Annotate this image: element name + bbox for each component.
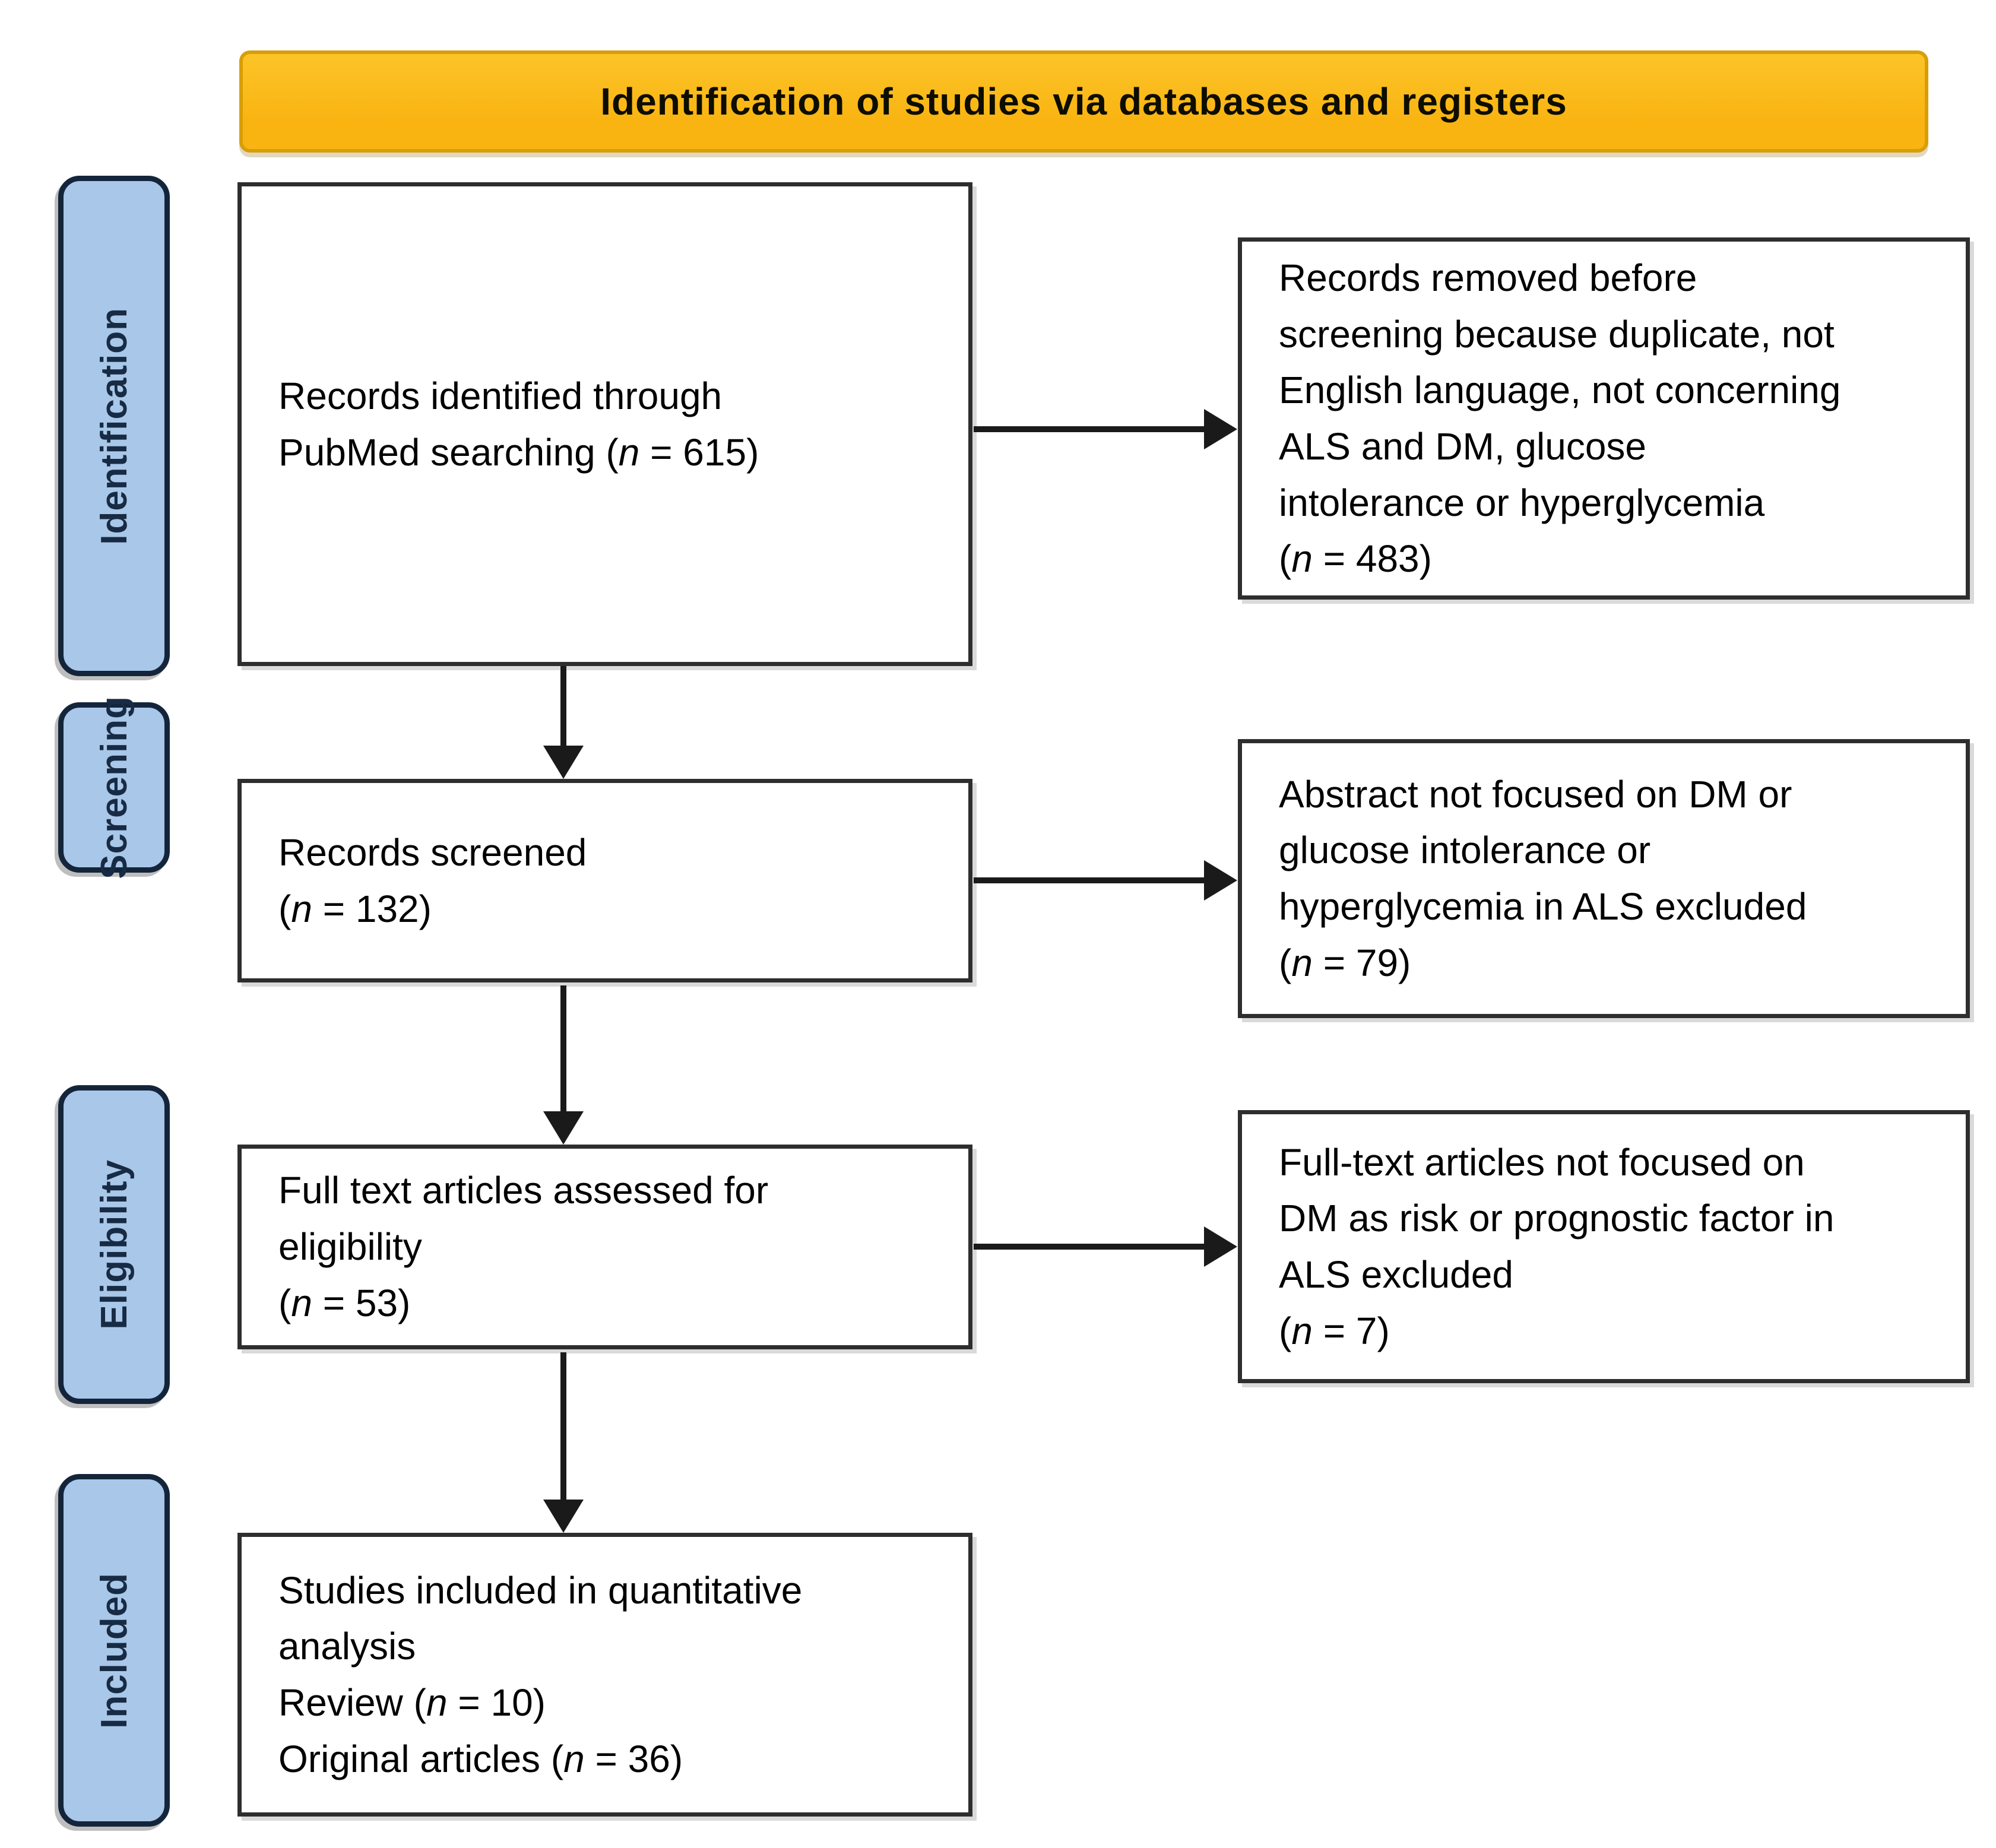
header-banner: Identification of studies via databases … (239, 50, 1928, 153)
stage-label-text: Identification (93, 307, 135, 545)
stage-label-text: Included (93, 1572, 135, 1729)
arrow-right-eligibility-icon (974, 1226, 1237, 1267)
stage-label-eligibility: Eligibility (58, 1085, 170, 1404)
arrow-down-to-screening-icon (543, 666, 584, 779)
arrow-right-screening-icon (974, 860, 1237, 901)
arrow-down-to-eligibility-icon (543, 985, 584, 1145)
stage-label-text: Eligibility (93, 1159, 135, 1330)
stage-label-screening: Screening (58, 696, 170, 879)
header-title: Identification of studies via databases … (600, 80, 1567, 123)
stage-label-text: Screening (93, 696, 135, 879)
stage-label-identification: Identification (58, 176, 170, 676)
arrow-right-identification-icon (974, 409, 1237, 449)
stage-label-included: Included (58, 1474, 170, 1827)
flow-box-records-screened: Records screened(n = 132) (237, 779, 972, 982)
arrow-down-to-included-icon (543, 1352, 584, 1533)
